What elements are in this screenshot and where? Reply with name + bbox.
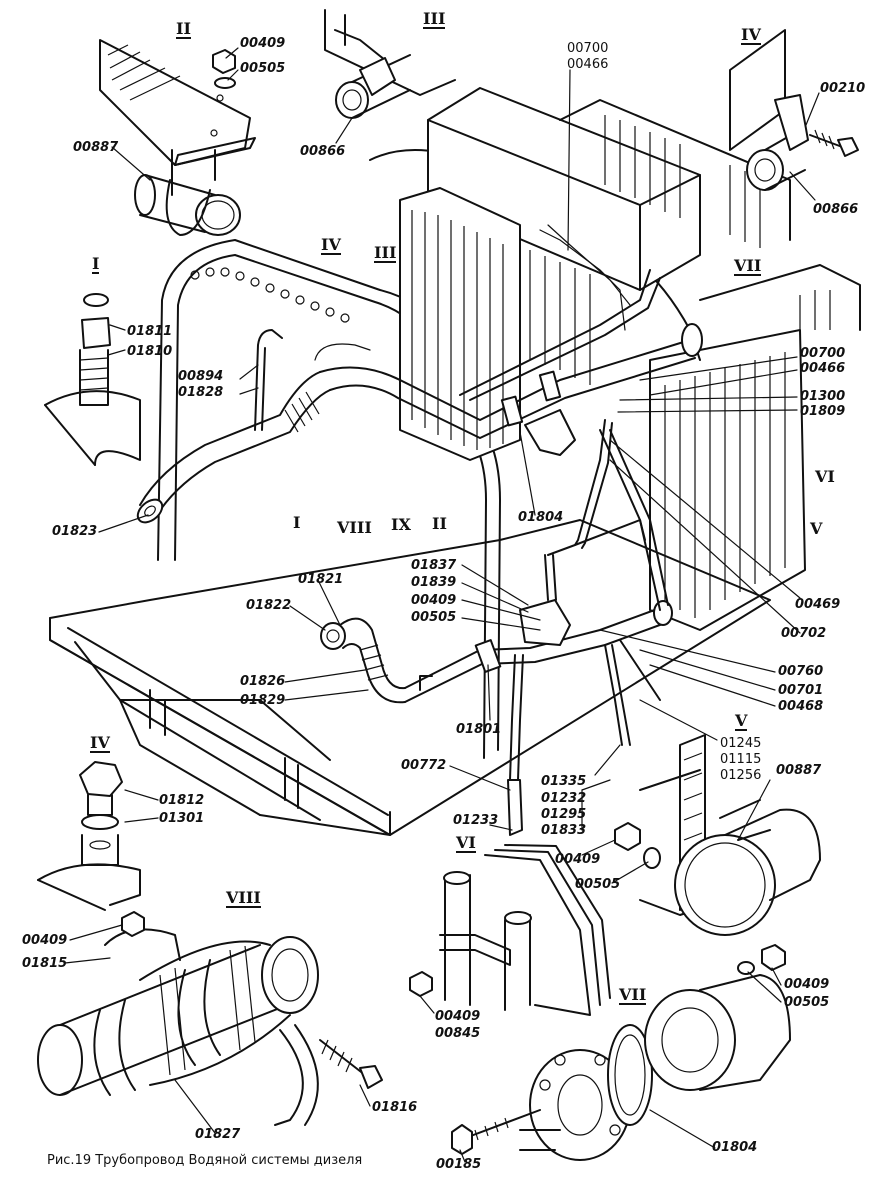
part-label: 01833 <box>541 823 587 838</box>
callout-vii: VII <box>734 256 762 276</box>
part-label: 00466 <box>567 57 609 72</box>
part-label: 01233 <box>453 813 499 828</box>
part-label: 00866 <box>300 144 346 159</box>
part-label: 00894 <box>178 369 224 384</box>
part-label: 00700 <box>800 346 846 361</box>
part-label: 00468 <box>778 699 824 714</box>
leader-lines <box>64 47 820 1163</box>
part-label: 01245 <box>720 736 762 751</box>
view-viii-heading: VIII <box>226 888 261 908</box>
base-frame <box>49 519 771 836</box>
view-iv-clamp <box>729 29 859 191</box>
view-vi-heading: VI <box>456 833 476 853</box>
part-label: 00409 <box>555 852 601 867</box>
view-iii-heading: III <box>423 9 446 29</box>
part-label: 00887 <box>73 140 119 155</box>
view-vii-flange <box>451 944 791 1161</box>
part-label: 01804 <box>518 510 564 525</box>
part-label: 01829 <box>240 693 286 708</box>
view-iv-plug <box>37 761 141 911</box>
view-i-plug <box>44 293 141 466</box>
part-label: 01804 <box>712 1140 758 1155</box>
part-label: 00700 <box>567 41 609 56</box>
part-label: 00466 <box>800 361 846 376</box>
part-label: 01295 <box>541 807 587 822</box>
part-label: 00210 <box>820 81 866 96</box>
part-label: 00772 <box>401 758 447 773</box>
part-label: 00409 <box>240 36 286 51</box>
view-viii-coupling <box>37 911 383 1126</box>
part-label: 01335 <box>541 774 587 789</box>
part-label: 01300 <box>800 389 846 404</box>
part-label: 00887 <box>776 763 822 778</box>
part-label: 00505 <box>575 877 621 892</box>
callout-ix: IX <box>391 515 411 534</box>
part-label: 00701 <box>778 683 824 698</box>
part-label: 00702 <box>781 626 827 641</box>
part-label: 00409 <box>411 593 457 608</box>
figure-caption: Рис.19 Трубопровод Водяной системы дизел… <box>47 1153 363 1168</box>
view-ii-heading: II <box>176 19 191 39</box>
part-label: 00469 <box>795 597 841 612</box>
part-label: 01839 <box>411 575 457 590</box>
part-label: 01232 <box>541 791 587 806</box>
part-label: 01811 <box>127 324 173 339</box>
part-label: 00845 <box>435 1026 481 1041</box>
radiator-blocks <box>399 87 861 631</box>
part-label: 01115 <box>720 752 762 767</box>
view-v-heading: V <box>735 711 748 731</box>
part-label: 01301 <box>159 811 205 826</box>
part-label: 01828 <box>178 385 224 400</box>
callout-v: V <box>810 519 823 538</box>
part-label: 00760 <box>778 664 824 679</box>
view-iii-clamp <box>324 9 456 119</box>
part-label: 00505 <box>784 995 830 1010</box>
upper-pipeline <box>136 224 703 524</box>
callout-ii: II <box>432 514 447 533</box>
callout-vi: VI <box>815 467 835 486</box>
view-i-heading: I <box>92 254 100 274</box>
part-label: 00866 <box>813 202 859 217</box>
part-label: 01826 <box>240 674 286 689</box>
part-label: 01801 <box>456 722 502 737</box>
view-vii-heading: VII <box>619 985 647 1005</box>
callout-iv: IV <box>321 235 341 255</box>
part-label: 00409 <box>22 933 68 948</box>
part-label: 01822 <box>246 598 292 613</box>
part-label: 01810 <box>127 344 173 359</box>
lower-pipeline <box>320 419 673 836</box>
part-label: 01816 <box>372 1100 418 1115</box>
callout-iii: III <box>374 243 397 263</box>
part-label: 00505 <box>411 610 457 625</box>
callout-viii: VIII <box>337 518 372 537</box>
part-label: 00505 <box>240 61 286 76</box>
part-label: 00409 <box>435 1009 481 1024</box>
part-label: 01827 <box>195 1127 241 1142</box>
part-label: 01256 <box>720 768 762 783</box>
part-label: 00409 <box>784 977 830 992</box>
part-label: 01812 <box>159 793 205 808</box>
view-iv-lower-heading: IV <box>90 733 110 753</box>
part-label: 01815 <box>22 956 68 971</box>
part-label: 01837 <box>411 558 457 573</box>
view-iv-heading: IV <box>741 25 761 45</box>
part-label: 01823 <box>52 524 98 539</box>
part-label: 01821 <box>298 572 344 587</box>
view-ii-bracket <box>99 39 256 236</box>
part-label: 00185 <box>436 1157 482 1172</box>
callout-i: I <box>293 513 301 532</box>
view-v-bracket <box>614 734 821 936</box>
view-vi-clamp <box>409 844 611 1016</box>
part-label: 01809 <box>800 404 846 419</box>
